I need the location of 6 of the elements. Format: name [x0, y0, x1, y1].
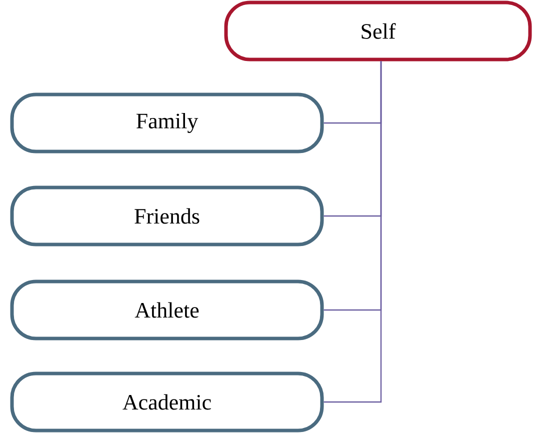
- category-box: Family: [10, 92, 324, 154]
- category-box: Friends: [10, 186, 324, 246]
- connector-line: [324, 61, 382, 403]
- category-box: Academic: [10, 372, 324, 432]
- category-box: Athlete: [10, 280, 324, 340]
- root-box: Self: [224, 0, 532, 62]
